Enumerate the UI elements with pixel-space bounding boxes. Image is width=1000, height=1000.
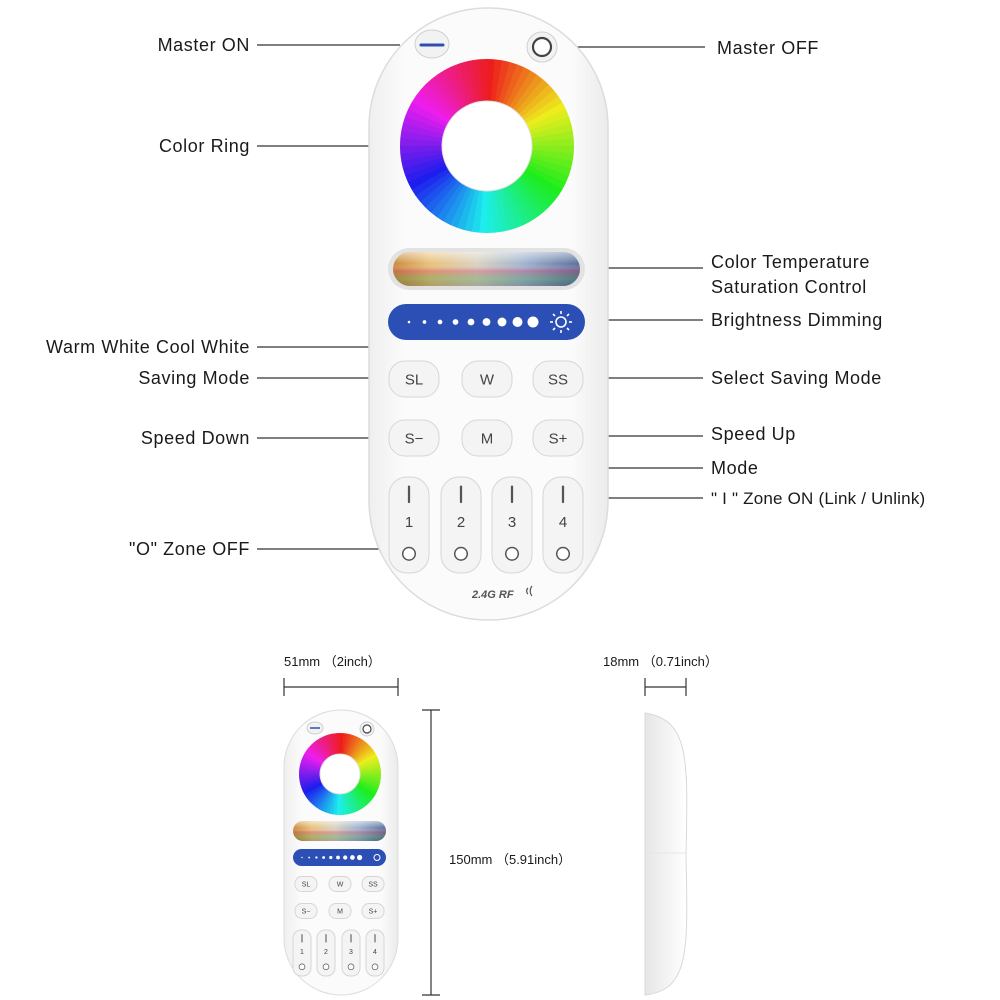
key-ss-label: SS <box>548 371 568 388</box>
label-mode: Mode <box>711 458 759 478</box>
key-w[interactable] <box>461 360 513 398</box>
svg-text:M: M <box>337 909 343 916</box>
remote-side-view <box>644 712 688 996</box>
color-ring <box>399 59 574 234</box>
svg-text:2: 2 <box>324 949 328 956</box>
label-speed-up: Speed Up <box>711 424 796 444</box>
svg-text:SS: SS <box>368 882 378 889</box>
label-saving-mode: Saving Mode <box>138 368 250 388</box>
key-m-label: M <box>481 430 494 447</box>
key-splus[interactable] <box>532 419 584 457</box>
label-brightness-dimming: Brightness Dimming <box>711 310 883 330</box>
zone-4-button[interactable] <box>542 476 584 574</box>
label-zone-on: " I " Zone ON (Link / Unlink) <box>711 489 926 508</box>
key-sl[interactable] <box>388 360 440 398</box>
height-dimension-label: 150mm （5.91inch） <box>449 852 572 867</box>
label-select-saving-mode: Select Saving Mode <box>711 368 882 388</box>
zone-1-label: 1 <box>405 514 413 531</box>
label-master-on: Master ON <box>157 35 250 55</box>
rf-mark: 2.4G RF <box>471 589 514 601</box>
color-ring-center <box>441 100 533 192</box>
key-splus-label: S+ <box>549 430 568 447</box>
svg-text:W: W <box>337 882 344 889</box>
key-sminus-label: S− <box>405 430 424 447</box>
dimension-markers <box>283 678 687 996</box>
key-sminus[interactable] <box>388 419 440 457</box>
label-zone-off: "O" Zone OFF <box>128 539 250 559</box>
label-master-off: Master OFF <box>717 38 820 58</box>
zone-1-button[interactable] <box>388 476 430 574</box>
width-dimension-label: 51mm （2inch） <box>284 654 381 669</box>
key-w-label: W <box>480 371 495 388</box>
label-warm-cool-white: Warm White Cool White <box>46 337 250 357</box>
rf-signal-icon <box>526 585 533 597</box>
svg-text:S−: S− <box>302 909 311 916</box>
brightness-dots <box>407 316 539 328</box>
svg-text:SL: SL <box>302 882 311 889</box>
remote-body-small: SL W SS S− M S+ 1 2 3 4 <box>283 709 399 996</box>
key-ss[interactable] <box>532 360 584 398</box>
zone-3-label: 3 <box>508 514 516 531</box>
zone-2-label: 2 <box>457 514 465 531</box>
depth-dimension-label: 18mm （0.71inch） <box>603 654 718 669</box>
master-off-icon <box>531 36 553 58</box>
zone-3-button[interactable] <box>491 476 533 574</box>
key-m[interactable] <box>461 419 513 457</box>
remote-body-large: SL W SS S− M S+ 1 2 3 4 2.4G RF <box>368 7 609 621</box>
label-color-temperature: Color Temperature <box>711 252 870 272</box>
zone-2-button[interactable] <box>440 476 482 574</box>
label-speed-down: Speed Down <box>140 428 250 448</box>
sun-icon <box>550 311 572 333</box>
svg-text:S+: S+ <box>369 909 378 916</box>
svg-text:3: 3 <box>349 949 353 956</box>
svg-text:1: 1 <box>300 949 304 956</box>
svg-text:4: 4 <box>373 949 377 956</box>
zone-4-label: 4 <box>559 514 567 531</box>
key-sl-label: SL <box>405 371 423 388</box>
label-color-ring: Color Ring <box>158 136 250 156</box>
label-saturation-control: Saturation Control <box>711 277 867 297</box>
